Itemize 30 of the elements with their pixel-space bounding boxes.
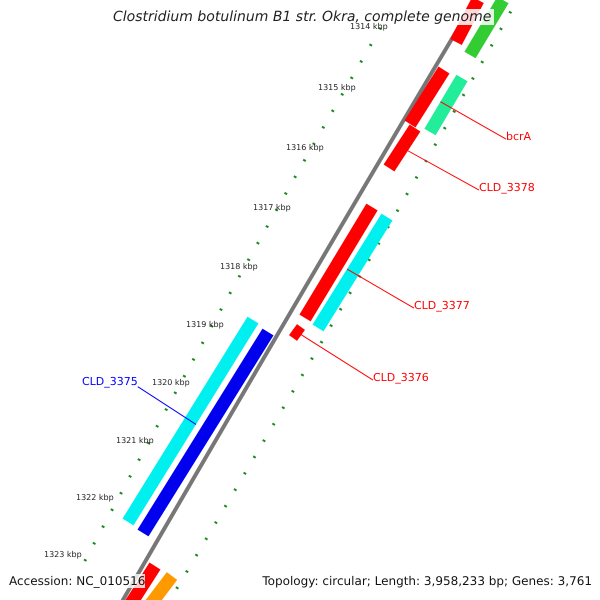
gene-bar xyxy=(289,324,305,341)
gene-bar xyxy=(404,66,450,128)
gene-label: CLD_3376 xyxy=(373,371,429,384)
gene-bar xyxy=(299,204,378,322)
gene-bar xyxy=(384,124,420,172)
tick-label: 1323 kbp xyxy=(44,550,82,559)
gene-bar xyxy=(144,572,178,600)
tick-label: 1318 kbp xyxy=(220,262,258,271)
gene-bar xyxy=(424,74,468,136)
gene-label: CLD_3377 xyxy=(414,299,470,312)
gene-label: CLD_3378 xyxy=(479,181,535,194)
gene-label: bcrA xyxy=(506,130,532,143)
gene-bar xyxy=(312,214,392,332)
accession-label: Accession: NC_010516 xyxy=(9,574,146,588)
tick-label: 1314 kbp xyxy=(350,22,388,31)
leader-line xyxy=(137,386,196,425)
tick-label: 1322 kbp xyxy=(76,493,114,502)
gene-bar xyxy=(138,328,274,536)
tick-label: 1321 kbp xyxy=(116,436,154,445)
leader-line xyxy=(440,101,506,140)
tick-label: 1317 kbp xyxy=(253,203,291,212)
leader-line xyxy=(396,144,480,191)
tick-label: 1315 kbp xyxy=(318,83,356,92)
tick-label: 1316 kbp xyxy=(286,143,324,152)
leader-line xyxy=(346,268,414,309)
genome-stats: Topology: circular; Length: 3,958,233 bp; Genes: 3,761 xyxy=(262,574,592,588)
gene-label: CLD_3375 xyxy=(82,375,138,388)
leader-line xyxy=(292,329,374,381)
tick-label: 1319 kbp xyxy=(186,320,224,329)
tick-label: 1320 kbp xyxy=(152,378,190,387)
